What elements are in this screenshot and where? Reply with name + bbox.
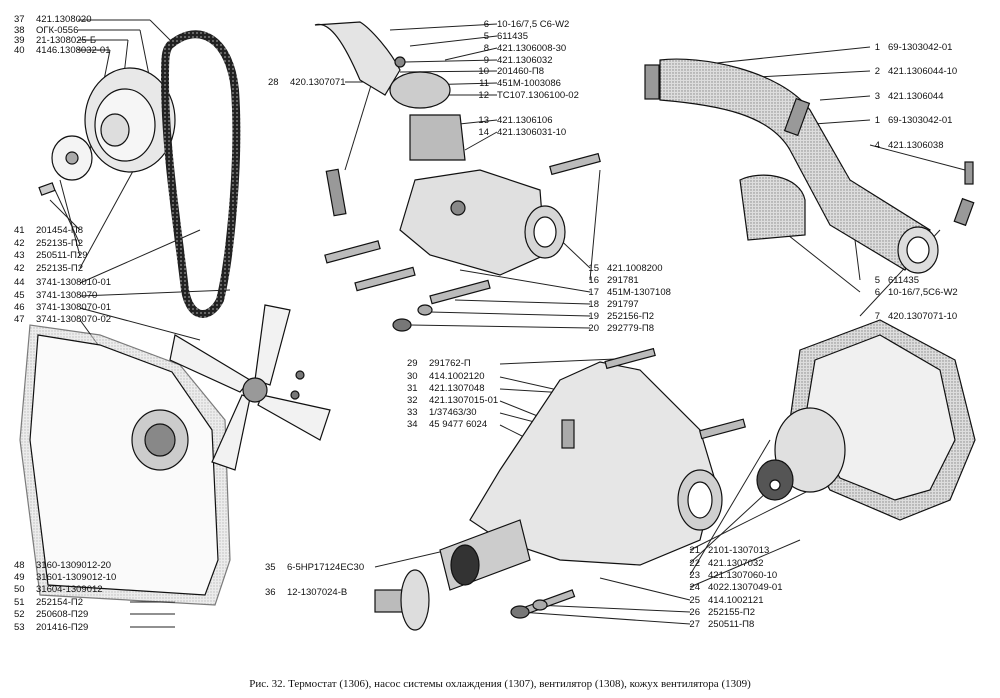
figure-caption: Рис. 32. Термостат (1306), насос системы… [249, 678, 751, 690]
studs [324, 152, 601, 332]
pump-housing [756, 319, 976, 521]
fan-pulley [38, 67, 176, 196]
coolant-hose [644, 58, 975, 274]
thermostat-housing [314, 21, 566, 276]
fan-shroud [19, 324, 231, 606]
fan-impeller [169, 304, 331, 471]
drive-belt [160, 30, 241, 318]
water-pump [374, 347, 746, 631]
